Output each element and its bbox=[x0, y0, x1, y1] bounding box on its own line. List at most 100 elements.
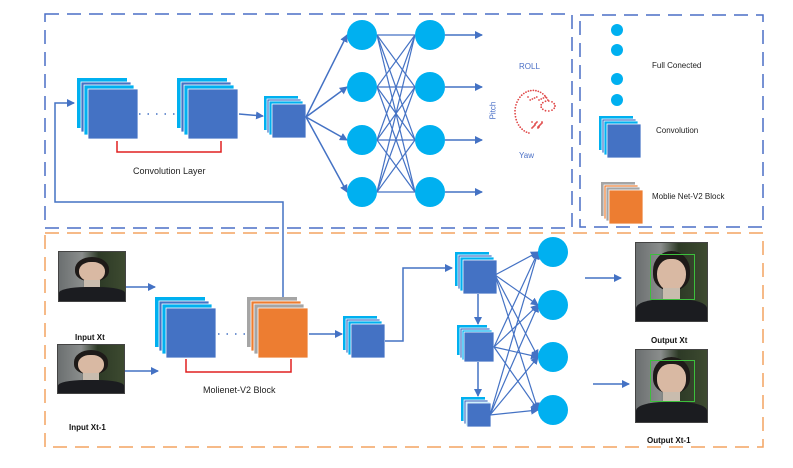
landmark-point bbox=[554, 105, 556, 107]
input-xt-label: Input Xt bbox=[75, 333, 105, 342]
fc-node bbox=[538, 342, 568, 372]
landmark-point bbox=[537, 126, 539, 128]
pyramid-stack-3 bbox=[461, 397, 492, 428]
landmark-point bbox=[529, 89, 532, 92]
top-fully-connected bbox=[305, 20, 483, 207]
landmark-point bbox=[553, 107, 556, 110]
landmark-point bbox=[515, 118, 518, 121]
output-xt-1-label: Output Xt-1 bbox=[647, 436, 691, 445]
edge-in bbox=[305, 34, 348, 118]
landmark-point bbox=[541, 101, 544, 104]
head-pose-landmarks bbox=[514, 89, 556, 134]
legend-mobilenet-icon bbox=[601, 182, 644, 225]
fc-node bbox=[347, 125, 377, 155]
edge-fc bbox=[376, 139, 416, 193]
edge-fc bbox=[494, 274, 540, 411]
landmark-point bbox=[551, 101, 553, 103]
arrow-conv-to-small bbox=[238, 111, 264, 120]
landmark-point bbox=[528, 132, 530, 134]
conv-stack-small-bottom bbox=[343, 316, 386, 359]
landmark-point bbox=[531, 98, 534, 100]
landmark-point bbox=[519, 96, 521, 99]
mobilenet-block-stack bbox=[247, 297, 309, 359]
conv-stack-bottom bbox=[155, 297, 217, 359]
landmark-point bbox=[537, 90, 540, 93]
landmark-point bbox=[534, 123, 536, 125]
fc-node bbox=[538, 395, 568, 425]
head-pose-panel bbox=[44, 13, 573, 229]
edge-fc bbox=[494, 274, 539, 358]
edge-in bbox=[305, 86, 348, 118]
legend-panel bbox=[579, 14, 764, 228]
fc-node bbox=[347, 20, 377, 50]
landmark-point bbox=[527, 90, 530, 92]
fc-node bbox=[347, 177, 377, 207]
conv-stack-2 bbox=[177, 78, 239, 140]
conv-stack-1 bbox=[77, 78, 139, 140]
landmark-point bbox=[541, 121, 543, 123]
landmark-point bbox=[514, 112, 516, 115]
conv-layer-bracket bbox=[116, 141, 222, 153]
landmark-point bbox=[523, 130, 526, 132]
edge-fc bbox=[489, 251, 540, 416]
landmark-point bbox=[544, 96, 547, 98]
legend-mobilenet-label: Moblie Net-V2 Block bbox=[652, 192, 725, 201]
landmark-point bbox=[531, 127, 533, 129]
bottom-fully-connected bbox=[489, 237, 568, 425]
landmark-point bbox=[514, 109, 516, 112]
feedback-connector bbox=[54, 99, 284, 307]
fc-node bbox=[538, 290, 568, 320]
landmark-point bbox=[542, 97, 545, 99]
input-xt-1-image bbox=[57, 344, 125, 394]
landmark-point bbox=[520, 94, 523, 97]
landmark-point bbox=[531, 121, 533, 123]
fc-node bbox=[415, 125, 445, 155]
landmark-point bbox=[544, 109, 547, 112]
input-xt-image bbox=[58, 251, 126, 302]
landmark-point bbox=[514, 106, 517, 109]
yaw-label: Yaw bbox=[519, 151, 534, 160]
detection-panel bbox=[44, 232, 764, 448]
landmark-point bbox=[515, 104, 517, 106]
edge-fc bbox=[494, 251, 539, 276]
landmark-point bbox=[516, 101, 518, 103]
edge-fc bbox=[489, 406, 539, 416]
pitch-label: Pitch bbox=[488, 101, 498, 120]
landmark-point bbox=[517, 98, 520, 101]
edge-in bbox=[305, 116, 348, 141]
roll-label: ROLL bbox=[519, 62, 540, 71]
fc-node bbox=[538, 237, 568, 267]
output-xt-1-image bbox=[635, 349, 708, 423]
landmark-point bbox=[521, 128, 523, 131]
landmark-point bbox=[541, 93, 544, 95]
input-xt-1-label: Input Xt-1 bbox=[69, 423, 106, 432]
conv-layer-label: Convolution Layer bbox=[133, 166, 206, 176]
landmark-point bbox=[541, 108, 544, 111]
landmark-point bbox=[543, 94, 546, 97]
landmark-point bbox=[551, 109, 553, 111]
edge-fc bbox=[376, 34, 416, 141]
fc-node bbox=[415, 177, 445, 207]
fc-node bbox=[415, 72, 445, 102]
landmark-point bbox=[525, 131, 528, 134]
landmark-point bbox=[533, 97, 536, 99]
landmark-point bbox=[540, 98, 543, 100]
landmark-point bbox=[527, 96, 529, 98]
landmark-point bbox=[522, 92, 525, 95]
arrow-small-to-pyramid bbox=[385, 264, 453, 342]
edge-fc bbox=[494, 274, 539, 306]
legend-fc-label: Full Conected bbox=[652, 61, 702, 70]
output-xt-image bbox=[635, 242, 708, 322]
landmark-point bbox=[532, 89, 535, 92]
edge-fc bbox=[489, 356, 539, 416]
landmark-point bbox=[539, 91, 542, 94]
pyramid-stack-2 bbox=[457, 325, 495, 363]
landmark-point bbox=[525, 91, 527, 93]
landmark-point bbox=[538, 99, 540, 101]
edge-fc bbox=[376, 86, 416, 193]
edge-fc bbox=[493, 251, 539, 348]
fc-node bbox=[347, 72, 377, 102]
landmark-point bbox=[519, 126, 522, 129]
landmark-point bbox=[535, 96, 538, 98]
